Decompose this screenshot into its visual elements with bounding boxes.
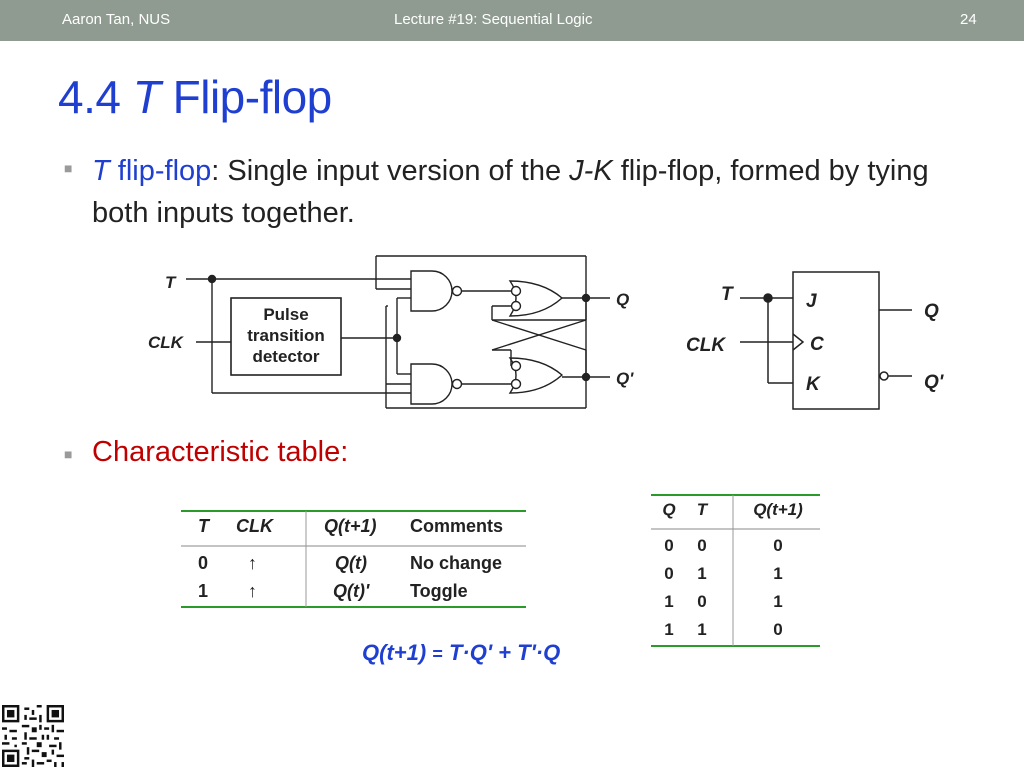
jk-t-label: T bbox=[721, 284, 734, 305]
truth-r1-t: 0 bbox=[697, 536, 706, 555]
truth-r2-q: 0 bbox=[664, 564, 673, 583]
char-row1-clk: ↑ bbox=[248, 553, 257, 573]
truth-r1-q: 0 bbox=[664, 536, 673, 555]
char-header-qt1: Q(t+1) bbox=[324, 516, 377, 536]
truth-r3-t: 0 bbox=[697, 592, 706, 611]
jk-text: J-K bbox=[569, 155, 613, 187]
square-bullet-icon: ■ bbox=[64, 446, 73, 462]
pulse-line-3: detector bbox=[252, 347, 319, 366]
equation-equals: = bbox=[432, 644, 443, 664]
jk-block-diagram bbox=[740, 271, 912, 410]
char-row1-t: 0 bbox=[198, 553, 208, 573]
truth-table: Q T Q(t+1) 0 0 0 0 1 1 1 0 1 1 1 0 bbox=[651, 494, 820, 647]
def-text-2: flip-flop, formed by tying both inputs t… bbox=[92, 155, 929, 229]
truth-r2-qt1: 1 bbox=[773, 564, 782, 583]
definition-paragraph: T flip-flop: Single input version of the… bbox=[92, 150, 972, 234]
char-row2-clk: ↑ bbox=[248, 581, 257, 601]
term-letter: T bbox=[92, 155, 110, 187]
author-text: Aaron Tan, NUS bbox=[62, 11, 171, 28]
char-header-comments: Comments bbox=[410, 516, 503, 536]
jk-c-label: C bbox=[810, 334, 824, 355]
pulse-line-1: Pulse bbox=[263, 305, 308, 324]
truth-header-q: Q bbox=[662, 500, 675, 519]
truth-r4-qt1: 0 bbox=[773, 620, 782, 639]
jk-clk-label: CLK bbox=[686, 335, 726, 356]
square-bullet-icon: ■ bbox=[64, 160, 73, 176]
characteristic-table: T CLK Q(t+1) Comments 0 ↑ Q(t) No change… bbox=[181, 510, 526, 608]
equation-lhs: Q(t+1) bbox=[362, 640, 427, 665]
section-number: 4.4 bbox=[58, 71, 121, 123]
char-row2-comment: Toggle bbox=[410, 581, 468, 601]
lecture-title: Lecture #19: Sequential Logic bbox=[394, 11, 593, 28]
char-row2-qt1: Q(t)' bbox=[333, 581, 370, 601]
characteristic-equation: Q(t+1) = T·Q' + T'·Q bbox=[362, 640, 560, 666]
char-header-t: T bbox=[198, 516, 211, 536]
pulse-line-2: transition bbox=[247, 326, 324, 345]
truth-r4-q: 1 bbox=[664, 620, 673, 639]
truth-r1-qt1: 0 bbox=[773, 536, 782, 555]
circuit-qbar-label: Q' bbox=[616, 369, 634, 388]
title-rest: Flip-flop bbox=[172, 71, 333, 123]
characteristic-heading: Characteristic table: bbox=[92, 436, 349, 468]
flipflop-circuit bbox=[186, 255, 610, 409]
jk-k-label: K bbox=[806, 374, 821, 395]
jk-j-label: J bbox=[806, 291, 817, 312]
truth-r3-q: 1 bbox=[664, 592, 673, 611]
char-row1-qt1: Q(t) bbox=[335, 553, 367, 573]
def-text-1: : Single input version of the bbox=[211, 155, 570, 187]
truth-r3-qt1: 1 bbox=[773, 592, 782, 611]
qr-code-icon bbox=[2, 705, 64, 772]
circuit-clk-label: CLK bbox=[148, 333, 185, 352]
truth-header-qt1: Q(t+1) bbox=[753, 500, 803, 519]
truth-r4-t: 1 bbox=[697, 620, 706, 639]
char-row2-t: 1 bbox=[198, 581, 208, 601]
truth-r2-t: 1 bbox=[697, 564, 706, 583]
slide-header: Aaron Tan, NUS Lecture #19: Sequential L… bbox=[0, 0, 1024, 41]
jk-qbar-label: Q' bbox=[924, 372, 945, 393]
equation-rhs: T·Q' + T'·Q bbox=[448, 640, 561, 665]
circuit-q-label: Q bbox=[616, 290, 629, 309]
page-number: 24 bbox=[960, 11, 977, 28]
circuit-t-label: T bbox=[165, 273, 177, 292]
title-letter: T bbox=[132, 71, 161, 123]
slide-title: 4.4 T Flip-flop bbox=[58, 70, 332, 124]
term-rest: flip-flop bbox=[117, 155, 212, 187]
jk-q-label: Q bbox=[924, 301, 939, 322]
char-header-clk: CLK bbox=[236, 516, 275, 536]
char-row1-comment: No change bbox=[410, 553, 502, 573]
truth-header-t: T bbox=[697, 500, 709, 519]
